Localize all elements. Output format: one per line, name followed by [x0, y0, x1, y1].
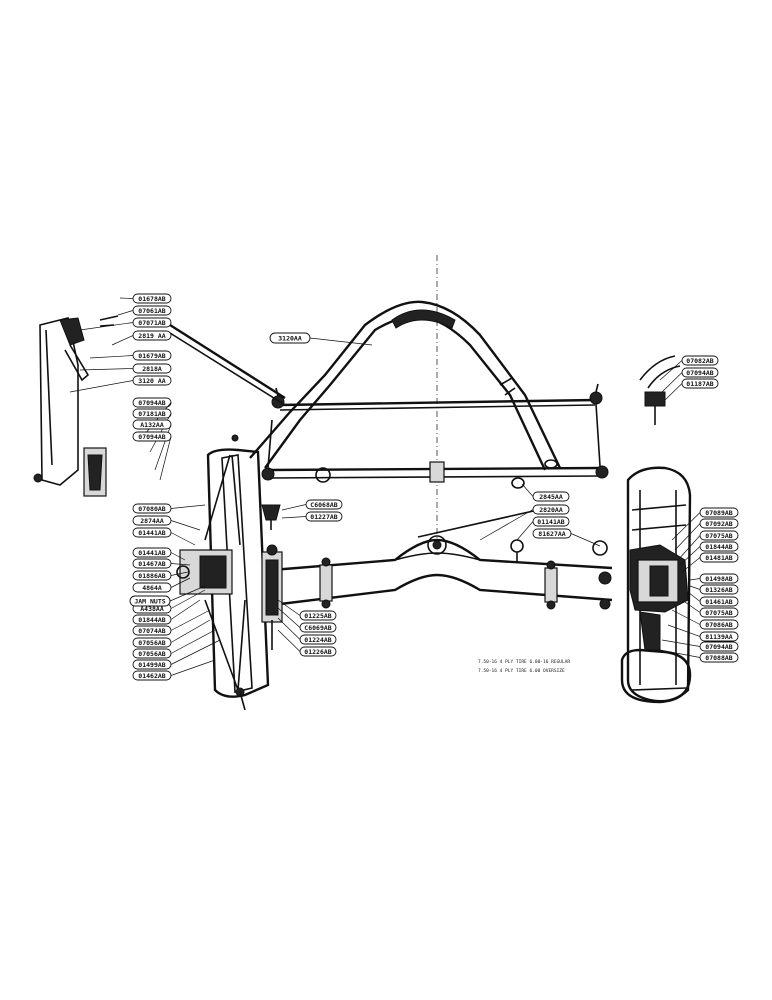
right-wheel-labels: 07089AB 07092AB 07075AB 01844AB 01481AB 01498… — [659, 507, 739, 663]
left_column-label-3: 2819 AA — [138, 332, 165, 340]
left-column-labels: 01678AB 07061AB 07071AB 2819 AA 01679AB 2818A… — [69, 293, 172, 481]
left-wheel — [176, 434, 270, 711]
right_upper-label-1: 07094AB — [686, 369, 713, 377]
left_column-label-2: 07071AB — [138, 319, 165, 327]
left_column-label-1: 07061AB — [138, 307, 165, 315]
steering-box-assembly — [33, 315, 119, 497]
right_upper-label-0: 07082AB — [686, 357, 713, 365]
right-upper-detail — [639, 355, 681, 425]
left_hub_detail-label-0: C6068AB — [310, 501, 337, 509]
left-wheel-labels: 07080AB 2874AA 01441AB 01441AB 01467AB 01886A… — [132, 503, 221, 681]
center-label-0: 2845AA — [539, 493, 563, 501]
left_lower_center-label-0: 01225AB — [304, 612, 331, 620]
right-wheel — [592, 466, 692, 704]
left_column-label-9: A132AA — [140, 421, 164, 429]
left_lower_center-label-3: 01226AB — [304, 648, 331, 656]
right_wheel-label-0: 07089AB — [705, 509, 732, 517]
tire-note-line-1: 7.50-16 4 PLY TIRE 6.00-16 REGULAR — [478, 659, 570, 665]
left_wheel-label-1: 2874AA — [140, 517, 164, 525]
right_wheel-label-6: 01326AB — [705, 586, 732, 594]
left_column-label-4: 01679AB — [138, 352, 165, 360]
left_wheel-label-7: A438AA — [140, 605, 164, 613]
steering-arch — [249, 300, 562, 483]
left_wheel-label-2: 01441AB — [138, 529, 165, 537]
left_wheel-label-9: 07074AB — [138, 627, 165, 635]
right_wheel-label-9: 07086AB — [705, 621, 732, 629]
right_wheel-label-12: 07088AB — [705, 654, 732, 662]
right_upper-label-2: 01187AB — [686, 380, 713, 388]
left_column-label-10: 07094AB — [138, 433, 165, 441]
right-upper-labels: 07082AB 07094AB 01187AB — [659, 355, 719, 401]
left_column-label-8: 07181AB — [138, 410, 165, 418]
center-labels: 2845AA 2820AA 01141AB 81627AA — [479, 483, 601, 547]
left_wheel-label-8: 01844AB — [138, 616, 165, 624]
center-label-1: 2820AA — [539, 506, 563, 514]
left_wheel-label-6: 4864A — [142, 584, 162, 592]
right_wheel-label-8: 07075AB — [705, 609, 732, 617]
center-label-3: 81627AA — [538, 530, 565, 538]
left_column-label-5: 2818A — [142, 365, 162, 373]
right_wheel-label-3: 01844AB — [705, 543, 732, 551]
lower-tie-rod — [261, 403, 609, 489]
jam-nuts-text: JAM NUTS — [134, 598, 165, 606]
right_wheel-label-2: 07075AB — [705, 532, 732, 540]
front-axle-beam — [271, 504, 613, 610]
left_wheel-label-13: 01462AB — [138, 672, 165, 680]
left_wheel-label-11: 07056AB — [138, 650, 165, 658]
right_wheel-label-7: 01461AB — [705, 598, 732, 606]
left_column-label-6: 3120 AA — [138, 377, 165, 385]
left-spindle — [261, 504, 283, 650]
tire-note-line-2: 7.50-16 4 PLY TIRE 6.00 OVERSIZE — [478, 668, 565, 674]
left_lower_center-label-2: 01224AB — [304, 636, 331, 644]
center-label-2: 01141AB — [537, 518, 564, 526]
left_lower_center-label-1: C6069AB — [304, 624, 331, 632]
lower-center-labels: 01225AB C6069AB 01224AB 01226AB — [277, 599, 337, 657]
tire-note: 7.50-16 4 PLY TIRE 6.00-16 REGULAR 7.50-… — [478, 659, 570, 674]
jam-nuts-label: JAM NUTS — [129, 585, 206, 607]
right_wheel-label-10: 81139AA — [705, 633, 732, 641]
left_wheel-label-10: 07056AB — [138, 639, 165, 647]
right_wheel-label-5: 01498AB — [705, 575, 732, 583]
right_wheel-label-4: 01481AB — [705, 554, 732, 562]
left-hub-labels: C6068AB 01227AB — [281, 499, 343, 522]
left_wheel-label-12: 01499AB — [138, 661, 165, 669]
right_wheel-label-11: 07094AB — [705, 643, 732, 651]
left_wheel-label-4: 01467AB — [138, 560, 165, 568]
left_wheel-label-0: 07080AB — [138, 505, 165, 513]
left_column-label-7: 07094AB — [138, 399, 165, 407]
left_column-label-0: 01678AB — [138, 295, 165, 303]
left_wheel-label-5: 01886AB — [138, 572, 165, 580]
drag-link — [169, 323, 286, 406]
right_wheel-label-1: 07092AB — [705, 520, 732, 528]
left_wheel-label-3: 01441AB — [138, 549, 165, 557]
steering-label: 3120AA — [269, 332, 373, 346]
left_hub_detail-label-1: 01227AB — [310, 513, 337, 521]
steering-label-text: 3120AA — [278, 335, 302, 343]
